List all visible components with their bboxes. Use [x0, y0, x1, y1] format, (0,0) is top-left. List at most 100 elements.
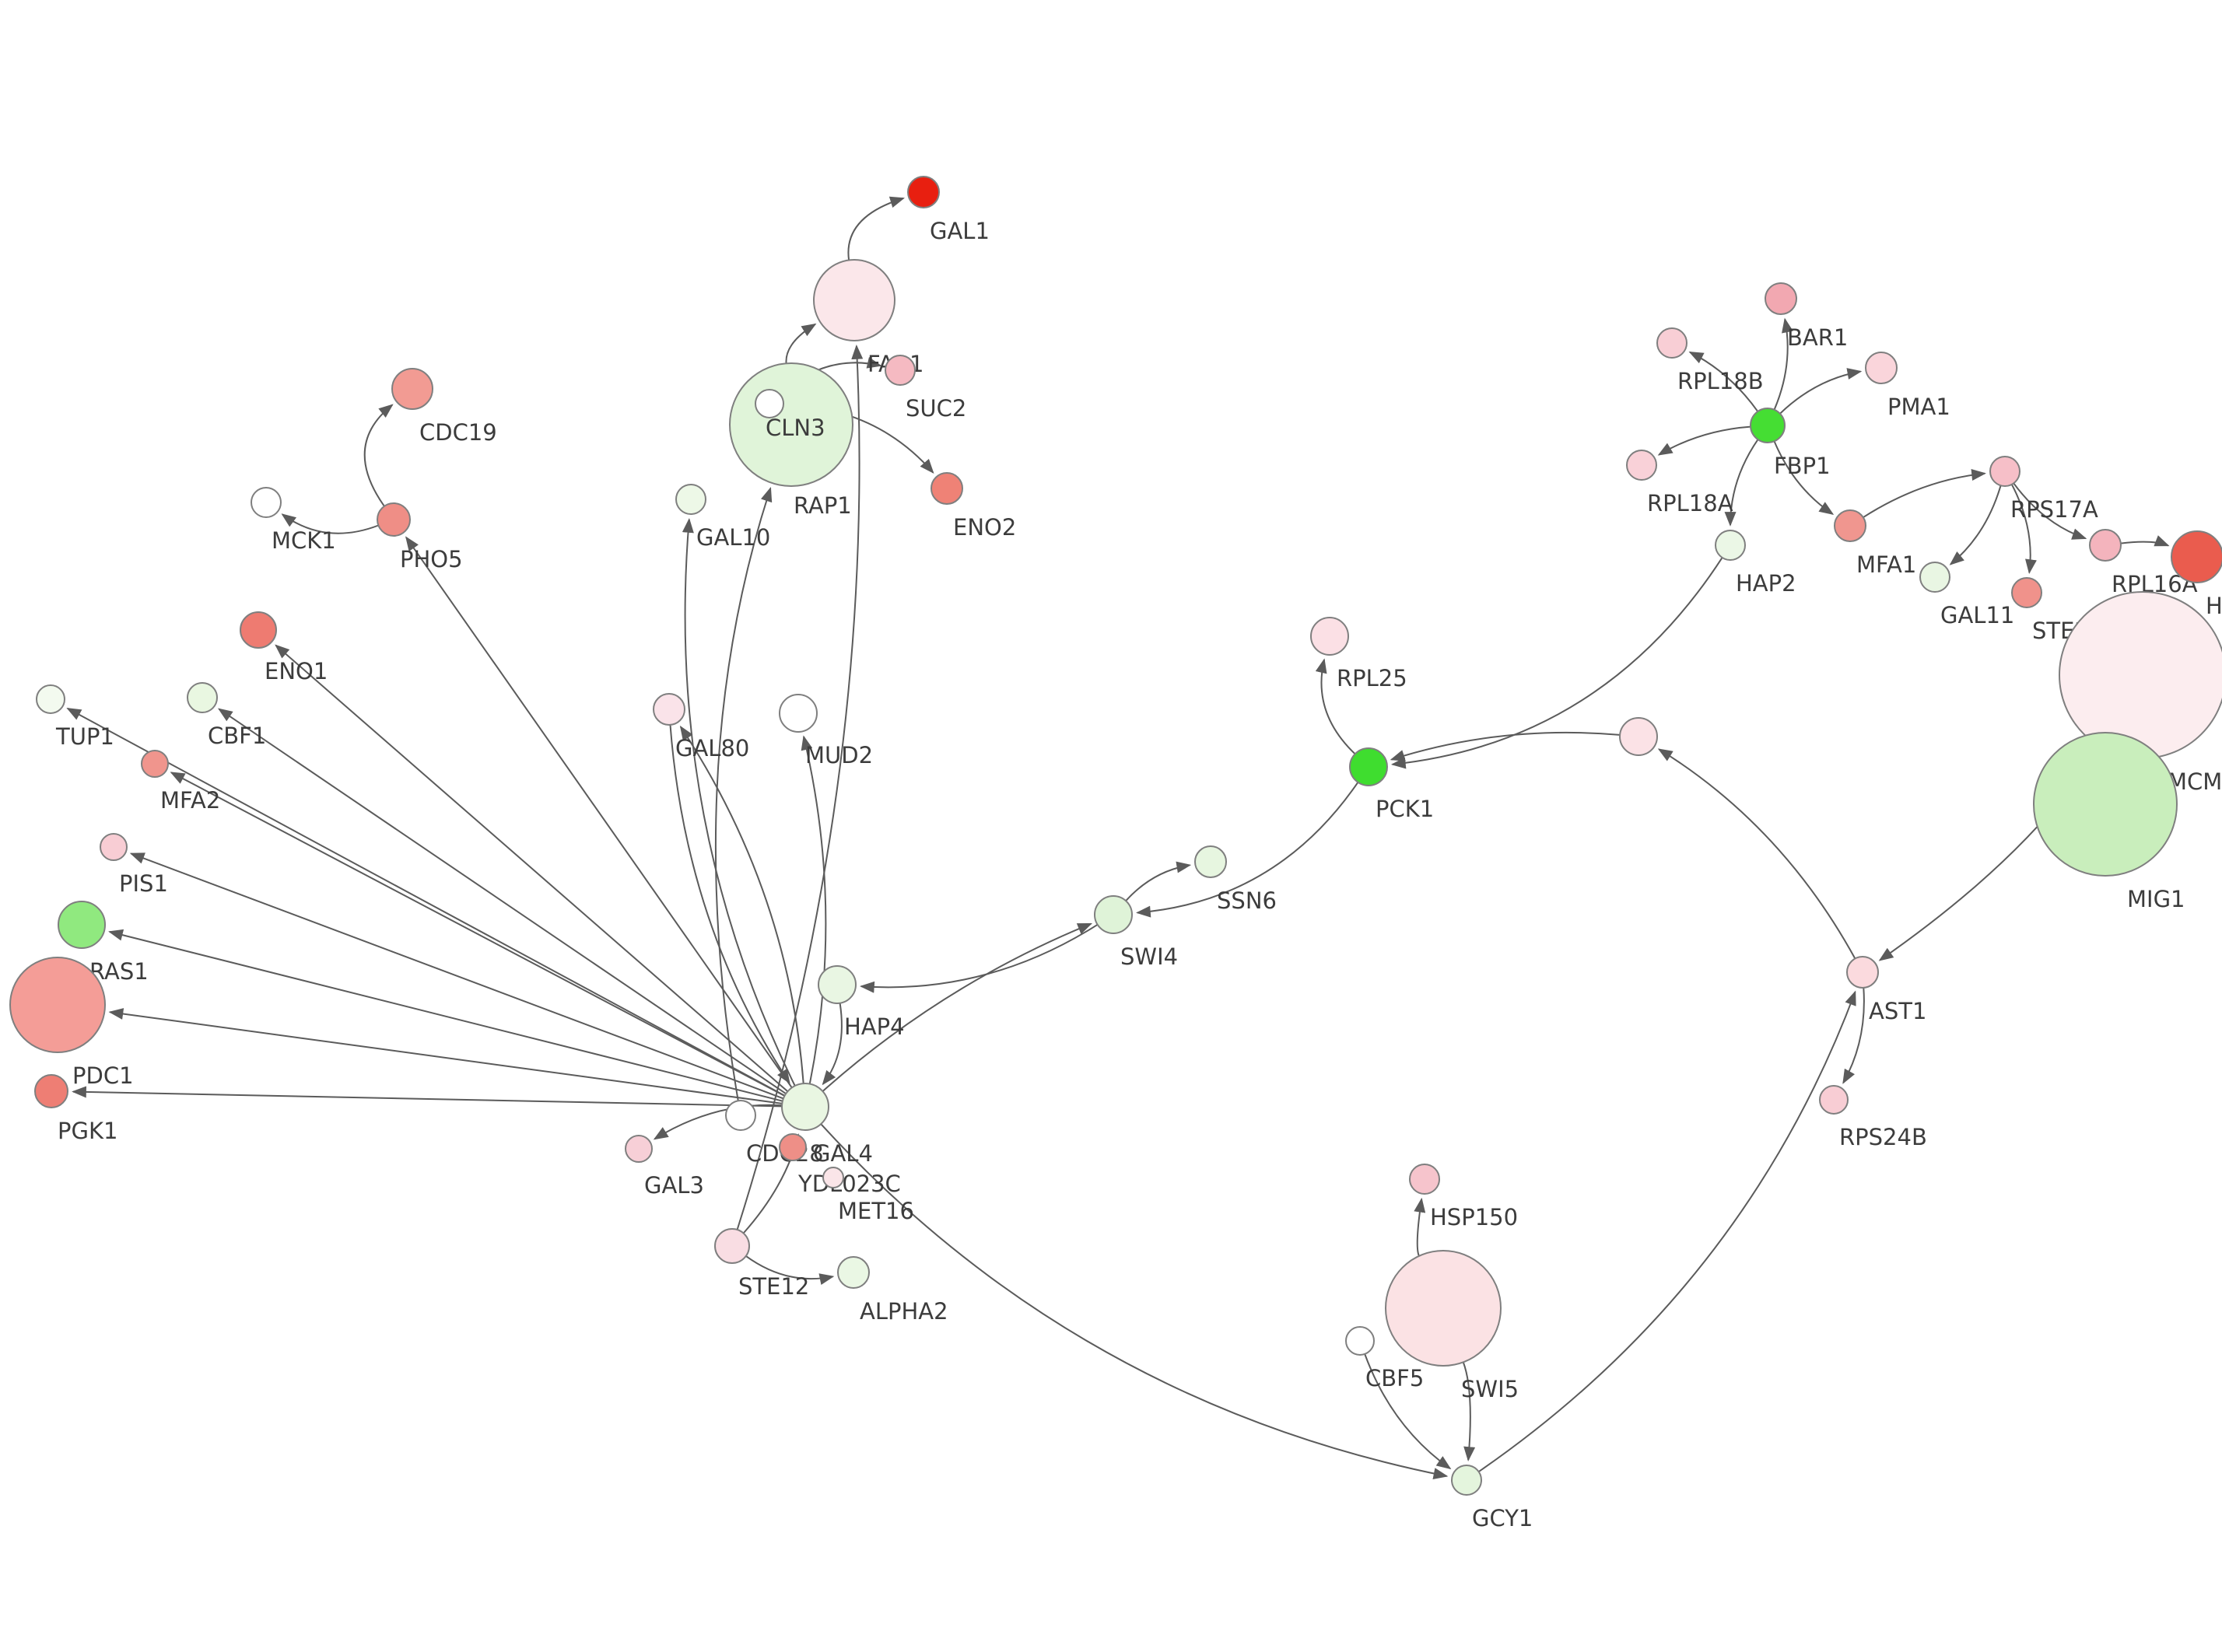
edge-SWI5-HSP150[interactable]	[1414, 1197, 1426, 1257]
node-CBF5[interactable]	[1345, 1326, 1375, 1356]
edge-GAL4-ENO1[interactable]	[275, 644, 789, 1093]
edge-GAL4-GAL80[interactable]	[679, 725, 804, 1084]
edge-GAL4-MUD2[interactable]	[801, 735, 827, 1084]
edge-STE12-ALPHA2[interactable]	[745, 1255, 835, 1285]
edge-PCK1-SWI4[interactable]	[1136, 782, 1359, 918]
edge-CBF5-GCY1[interactable]	[1364, 1353, 1452, 1470]
node-GAL80[interactable]	[653, 693, 685, 726]
node-MET16[interactable]	[822, 1167, 844, 1188]
edge-AST1-RPS24B[interactable]	[1842, 987, 1865, 1084]
edge-CLN3-FAR1[interactable]	[785, 323, 817, 364]
edge-PCK1-RPL25[interactable]	[1315, 658, 1356, 755]
edge-STE12-FAR1[interactable]	[736, 345, 864, 1230]
node-GAL1[interactable]	[907, 176, 940, 208]
node-GCY1[interactable]	[1451, 1465, 1482, 1496]
node-GAL10[interactable]	[675, 484, 706, 515]
node-MFA1[interactable]	[1834, 509, 1866, 542]
node-RAP1[interactable]	[755, 389, 784, 418]
node-HIS4[interactable]	[2171, 530, 2222, 583]
node-PHO5[interactable]	[377, 502, 411, 537]
edge-GAL4-PIS1[interactable]	[129, 852, 784, 1100]
node-RAS1[interactable]	[58, 901, 106, 949]
edge-FBP1-BAR1[interactable]	[1773, 317, 1793, 411]
edge-GAL4-GAL3[interactable]	[653, 1104, 783, 1140]
node-CBF1[interactable]	[187, 682, 218, 713]
edge-HAP2-PCK1[interactable]	[1390, 557, 1723, 769]
node-RPL25[interactable]	[1310, 617, 1349, 656]
node-MUD2[interactable]	[779, 694, 818, 733]
node-RPL16A[interactable]	[2089, 529, 2122, 562]
node-label-PDC1: PDC1	[72, 1062, 134, 1089]
node-SWI4[interactable]	[1094, 895, 1133, 934]
edge-GAL4-TUP1[interactable]	[66, 708, 786, 1097]
edge-GAL4-PHO5[interactable]	[405, 536, 793, 1088]
edge-GAL4-SWI4[interactable]	[822, 922, 1093, 1092]
node-GAL11[interactable]	[1919, 562, 1950, 593]
node-NODE_A[interactable]	[1619, 717, 1658, 756]
node-PGK1[interactable]	[34, 1074, 68, 1108]
node-STE12[interactable]	[714, 1228, 750, 1264]
node-BAR1[interactable]	[1765, 282, 1797, 315]
node-FAR1[interactable]	[813, 259, 895, 341]
node-PDC1[interactable]	[9, 957, 106, 1053]
node-CDC19[interactable]	[391, 368, 433, 410]
edge-GAL4-MFA2[interactable]	[170, 772, 785, 1097]
edge-SWI5-GCY1[interactable]	[1462, 1362, 1476, 1461]
edge-RPS17A-STE2[interactable]	[2010, 484, 2037, 575]
node-MFA2[interactable]	[141, 750, 169, 778]
edge-FBP1-RPL18A[interactable]	[1657, 425, 1751, 456]
edge-RPL16A-HIS4[interactable]	[2120, 535, 2170, 547]
edge-FAR1-GAL1[interactable]	[847, 196, 905, 261]
node-MCM1[interactable]	[2059, 591, 2222, 759]
node-HAP2[interactable]	[1715, 530, 1746, 561]
node-STE2[interactable]	[2011, 577, 2042, 608]
node-HSP150[interactable]	[1409, 1164, 1440, 1195]
edge-GAL4-GCY1[interactable]	[820, 1123, 1449, 1479]
node-GAL3[interactable]	[625, 1135, 653, 1163]
node-FBP1[interactable]	[1750, 408, 1786, 443]
edge-GAL4-GAL10[interactable]	[682, 518, 796, 1087]
edge-AST1-NODE_A[interactable]	[1657, 748, 1856, 959]
node-MCK1[interactable]	[251, 487, 282, 518]
node-ALPHA2[interactable]	[837, 1256, 870, 1289]
node-SUC2[interactable]	[885, 355, 916, 386]
node-GAL4[interactable]	[781, 1083, 829, 1131]
node-ENO1[interactable]	[240, 611, 277, 649]
node-RPL18A[interactable]	[1626, 450, 1657, 481]
node-RPS17A[interactable]	[1989, 456, 2020, 487]
edge-NODE_A-PCK1[interactable]	[1390, 731, 1621, 761]
node-AST1[interactable]	[1846, 956, 1879, 989]
edge-RPS17A-GAL11[interactable]	[1949, 485, 2002, 565]
edge-CDC28-CLN3[interactable]	[714, 487, 773, 1101]
edge-MFA1-RPS17A[interactable]	[1863, 469, 1986, 519]
edge-SWI4-HAP4[interactable]	[860, 923, 1099, 993]
edge-GAL4-CBF1[interactable]	[217, 708, 787, 1095]
edge-FBP1-RPL18B[interactable]	[1688, 351, 1759, 412]
edge-FBP1-HAP2[interactable]	[1724, 439, 1759, 527]
node-MIG1[interactable]	[2033, 732, 2178, 877]
edge-GAL4-PGK1[interactable]	[72, 1086, 783, 1108]
node-PCK1[interactable]	[1349, 747, 1388, 786]
node-RPL18B[interactable]	[1656, 327, 1688, 359]
node-ENO2[interactable]	[931, 472, 963, 505]
node-TUP1[interactable]	[36, 684, 65, 714]
node-SWI5[interactable]	[1385, 1250, 1502, 1367]
edge-PHO5-MCK1[interactable]	[281, 513, 379, 534]
node-CDC28[interactable]	[725, 1100, 756, 1131]
edge-GAL80-GAL4[interactable]	[669, 724, 790, 1084]
node-RPS24B[interactable]	[1819, 1085, 1849, 1115]
edge-GAL4-PDC1[interactable]	[108, 1008, 783, 1104]
node-SSN6[interactable]	[1194, 845, 1227, 878]
edge-SWI4-SSN6[interactable]	[1125, 861, 1192, 901]
node-PIS1[interactable]	[100, 833, 128, 861]
node-PMA1[interactable]	[1865, 352, 1898, 384]
edge-HAP4-GAL4[interactable]	[822, 1003, 843, 1086]
node-HAP4[interactable]	[818, 965, 857, 1004]
edge-FBP1-MFA1[interactable]	[1773, 440, 1835, 515]
edge-PHO5-CDC19[interactable]	[363, 404, 394, 507]
edge-GAL4-RAS1[interactable]	[108, 929, 783, 1102]
edge-FBP1-PMA1[interactable]	[1779, 368, 1863, 415]
edge-GCY1-AST1[interactable]	[1478, 990, 1856, 1473]
node-YDL023C[interactable]	[779, 1133, 807, 1161]
edge-RPS17A-RPL16A[interactable]	[2013, 482, 2087, 540]
